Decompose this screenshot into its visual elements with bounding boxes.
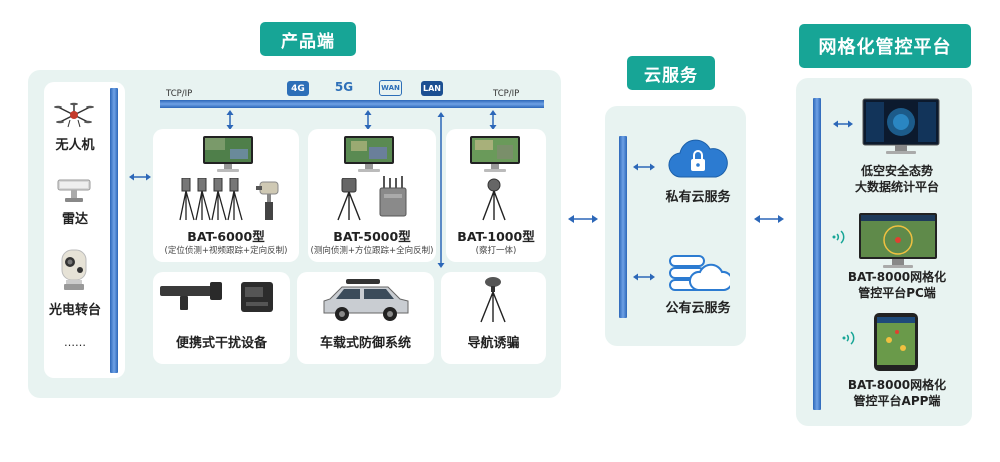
cloud-server-icon	[668, 250, 730, 294]
bottom-label-spoofing: 导航诱骗	[441, 332, 546, 351]
bus-arrow-1000	[488, 110, 498, 130]
platform-app-line1: BAT-8000网格化	[834, 376, 960, 393]
tripod-icon	[334, 178, 364, 222]
cloud-lock-arrow	[633, 162, 655, 172]
badge-lan: LAN	[421, 81, 443, 96]
jammer-box-icon	[378, 176, 408, 218]
bigdata-arrow	[833, 119, 853, 129]
device-model-bat6000: BAT-6000型	[153, 226, 299, 245]
badge-4g: 4G	[287, 81, 309, 96]
jammer-gun-icon	[160, 280, 222, 312]
platform-pc-line1: BAT-8000网格化	[834, 268, 960, 285]
monitor-icon	[469, 135, 521, 173]
wifi-icon	[841, 330, 855, 346]
device-desc-bat5000: (测向侦测+方位跟踪+全向反制)	[308, 244, 436, 256]
pc-monitor-icon	[858, 212, 938, 270]
bottom-label-portable: 便携式干扰设备	[153, 332, 290, 351]
suv-icon	[320, 279, 412, 323]
bigdata-monitor-icon	[862, 98, 940, 156]
drone-icon	[54, 102, 94, 128]
platform-section-title: 网格化管控平台	[799, 24, 971, 68]
wifi-icon	[831, 229, 845, 245]
platform-bigdata-line2: 大数据统计平台	[842, 178, 952, 195]
sensor-label-ptz: 光电转台	[40, 299, 110, 318]
bottom-label-vehicle: 车载式防御系统	[297, 332, 434, 351]
bus-arrow-6000	[225, 110, 235, 130]
monitor-icon	[343, 135, 395, 173]
platform-bus	[813, 98, 821, 410]
product-section-title: 产品端	[260, 22, 356, 56]
badge-5g: 5G	[331, 78, 357, 96]
ptz-camera-icon	[58, 248, 90, 292]
tripod-icon	[479, 178, 509, 222]
product-cloud-arrow	[568, 213, 598, 225]
device-desc-bat1000: (察打一体)	[446, 244, 546, 256]
tcp-label-left: TCP/IP	[166, 89, 192, 99]
sensor-label-more: ……	[50, 336, 100, 349]
tcpip-bus	[160, 100, 544, 108]
device-desc-bat6000: (定位侦测+视频跟踪+定向反制)	[153, 244, 299, 256]
cloud-label-public: 公有云服务	[653, 297, 743, 316]
sensor-link-arrow	[129, 172, 151, 182]
tcp-label-right: TCP/IP	[493, 89, 519, 99]
platform-bigdata-line1: 低空安全态势	[842, 162, 952, 179]
sensor-label-drone: 无人机	[50, 134, 100, 153]
jammer-case-icon	[240, 280, 274, 314]
badge-wan: WAN	[379, 80, 402, 96]
sensor-bus	[110, 88, 118, 373]
bus-arrow-long	[436, 112, 446, 268]
cloud-label-private: 私有云服务	[653, 186, 743, 205]
monitor-icon	[202, 135, 254, 173]
cloud-platform-arrow	[754, 213, 784, 225]
sensor-label-radar: 雷达	[50, 208, 100, 227]
platform-pc-line2: 管控平台PC端	[834, 284, 960, 301]
cloud-server-arrow	[633, 272, 655, 282]
radar-icon	[56, 178, 92, 204]
phone-icon	[873, 312, 919, 372]
device-model-bat5000: BAT-5000型	[308, 226, 436, 245]
device-model-bat1000: BAT-1000型	[446, 226, 546, 245]
platform-app-line2: 管控平台APP端	[834, 392, 960, 409]
gnss-antenna-icon	[478, 276, 508, 324]
tripod-array-icon	[178, 178, 248, 222]
cloud-section-title: 云服务	[627, 56, 715, 90]
cloud-lock-icon	[668, 139, 728, 181]
cloud-bus	[619, 136, 627, 318]
bus-arrow-5000	[363, 110, 373, 130]
ptz-gun-icon	[254, 180, 284, 222]
